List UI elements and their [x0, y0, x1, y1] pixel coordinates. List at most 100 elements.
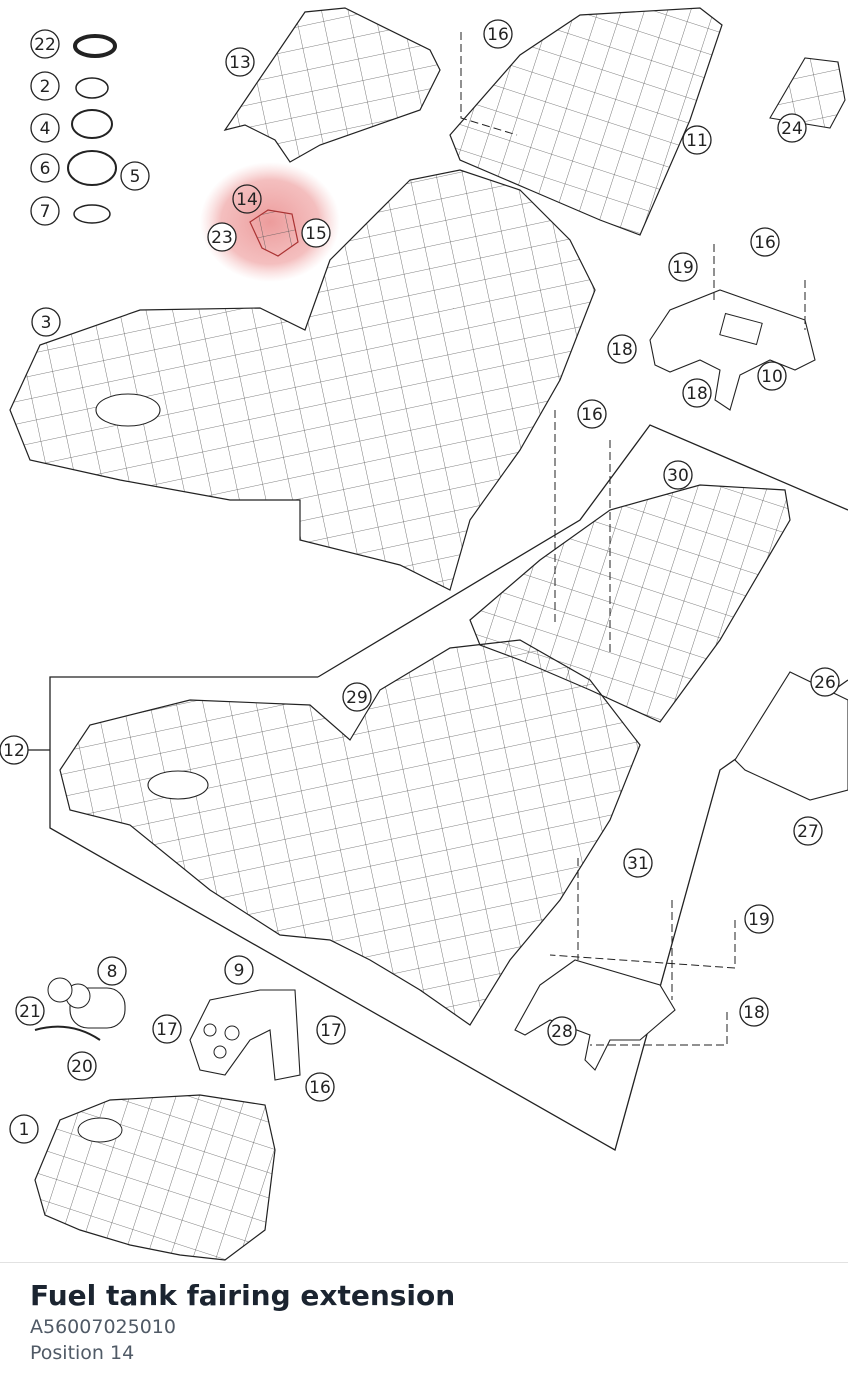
part-13-cover: [223, 7, 441, 163]
callout-circle-c19b[interactable]: [744, 904, 774, 934]
callout-circle-c6[interactable]: [30, 153, 60, 183]
callout-label-c23[interactable]: 23: [211, 228, 233, 248]
part-number: A56007025010: [30, 1316, 176, 1338]
part-29-fuel-tank-fairing: [59, 639, 641, 1026]
callout-circle-c5[interactable]: [120, 161, 150, 191]
callout-circle-c29[interactable]: [342, 682, 372, 712]
part-24-trim: [769, 57, 846, 129]
callout-label-c16b[interactable]: 16: [754, 233, 776, 253]
callout-circle-c16b[interactable]: [750, 227, 780, 257]
callout-circle-c9[interactable]: [224, 955, 254, 985]
callout-label-c17a[interactable]: 17: [156, 1020, 178, 1040]
part-14-fairing-extension: [249, 209, 299, 257]
callout-circle-c19a[interactable]: [668, 252, 698, 282]
callout-label-c6[interactable]: 6: [40, 159, 51, 179]
callout-circle-c10[interactable]: [757, 361, 787, 391]
callout-circle-c16c[interactable]: [577, 399, 607, 429]
callout-label-c14[interactable]: 14: [236, 190, 258, 210]
callout-circle-c17a[interactable]: [152, 1014, 182, 1044]
callout-label-c18a[interactable]: 18: [611, 340, 633, 360]
callout-circle-c24[interactable]: [777, 113, 807, 143]
callout-label-c4[interactable]: 4: [40, 119, 51, 139]
callout-circle-c30[interactable]: [663, 460, 693, 490]
callout-label-c16a[interactable]: 16: [487, 25, 509, 45]
part-2-cap: [75, 77, 109, 99]
part-8-sleeves: [47, 977, 126, 1029]
callout-label-c15[interactable]: 15: [305, 224, 327, 244]
callout-circle-c15[interactable]: [301, 218, 331, 248]
callout-label-c20[interactable]: 20: [71, 1057, 93, 1077]
part-26-bracket: [734, 671, 848, 801]
part-title: Fuel tank fairing extension: [30, 1279, 456, 1312]
part-3-fuel-tank-fairing: [9, 169, 596, 591]
callout-circle-c8[interactable]: [97, 956, 127, 986]
callout-label-c19b[interactable]: 19: [748, 910, 770, 930]
callout-circle-c4[interactable]: [30, 113, 60, 143]
callout-label-c28[interactable]: 28: [551, 1022, 573, 1042]
callout-circle-c14[interactable]: [232, 184, 262, 214]
callout-circle-c23[interactable]: [207, 222, 237, 252]
callout-circle-c18b[interactable]: [682, 378, 712, 408]
callout-label-c30[interactable]: 30: [667, 466, 689, 486]
part-11-seat-cover: [449, 7, 723, 236]
callout-label-c5[interactable]: 5: [130, 167, 141, 187]
part-22-ring: [73, 34, 117, 58]
callout-label-c17b[interactable]: 17: [320, 1021, 342, 1041]
callout-label-c27[interactable]: 27: [797, 822, 819, 842]
part-position: Position 14: [30, 1342, 135, 1364]
callout-label-c16c[interactable]: 16: [581, 405, 603, 425]
part-info-panel: Fuel tank fairing extension A56007025010…: [30, 1278, 830, 1366]
group-frame-30: [317, 424, 848, 678]
callout-label-c18b[interactable]: 18: [686, 384, 708, 404]
part-20-hose: [34, 1025, 101, 1041]
callout-circle-c28[interactable]: [547, 1016, 577, 1046]
callout-circle-c1[interactable]: [9, 1114, 39, 1144]
callout-label-c19a[interactable]: 19: [672, 258, 694, 278]
callout-circle-c17b[interactable]: [316, 1015, 346, 1045]
callout-circle-c31[interactable]: [623, 848, 653, 878]
callout-label-c10[interactable]: 10: [761, 367, 783, 387]
callout-label-c13[interactable]: 13: [229, 53, 251, 73]
callout-label-c16d[interactable]: 16: [309, 1078, 331, 1098]
callout-label-c26[interactable]: 26: [814, 673, 836, 693]
callout-circle-c7[interactable]: [30, 196, 60, 226]
callout-circle-c2[interactable]: [30, 71, 60, 101]
callout-circle-c12[interactable]: [0, 735, 29, 765]
callout-circle-c21[interactable]: [15, 996, 45, 1026]
callout-circle-c3[interactable]: [31, 307, 61, 337]
callout-circle-c18a[interactable]: [607, 334, 637, 364]
callout-label-c1[interactable]: 1: [19, 1120, 30, 1140]
callout-circle-c22[interactable]: [30, 29, 60, 59]
part-6-filler-neck: [67, 150, 117, 186]
callout-label-c12[interactable]: 12: [3, 741, 25, 761]
callout-circle-c20[interactable]: [67, 1051, 97, 1081]
callout-circle-c16a[interactable]: [483, 19, 513, 49]
callout-label-c8[interactable]: 8: [107, 962, 118, 982]
callout-label-c3[interactable]: 3: [41, 313, 52, 333]
callout-label-c2[interactable]: 2: [40, 77, 51, 97]
callout-label-c21[interactable]: 21: [19, 1002, 41, 1022]
part-7-gasket: [73, 204, 111, 224]
callout-circle-c13[interactable]: [225, 47, 255, 77]
callout-label-c31[interactable]: 31: [627, 854, 649, 874]
callout-label-c11[interactable]: 11: [686, 131, 708, 151]
callout-circle-c16d[interactable]: [305, 1072, 335, 1102]
callout-circle-c18c[interactable]: [739, 997, 769, 1027]
callout-label-c29[interactable]: 29: [346, 688, 368, 708]
callout-label-c22[interactable]: 22: [34, 35, 56, 55]
mounting-lines: [460, 32, 806, 1046]
divider: [0, 1262, 848, 1263]
part-28-bracket: [514, 959, 676, 1071]
callout-circle-c11[interactable]: [682, 125, 712, 155]
callout-label-c7[interactable]: 7: [40, 202, 51, 222]
callout-label-c24[interactable]: 24: [781, 119, 803, 139]
part-4-cap-flange: [71, 109, 113, 139]
callout-circle-c26[interactable]: [810, 667, 840, 697]
callout-circle-c27[interactable]: [793, 816, 823, 846]
callout-label-c9[interactable]: 9: [234, 961, 245, 981]
part-1-fuel-tank: [34, 1094, 276, 1261]
part-10-bracket: [649, 289, 816, 411]
callout-label-c18c[interactable]: 18: [743, 1003, 765, 1023]
